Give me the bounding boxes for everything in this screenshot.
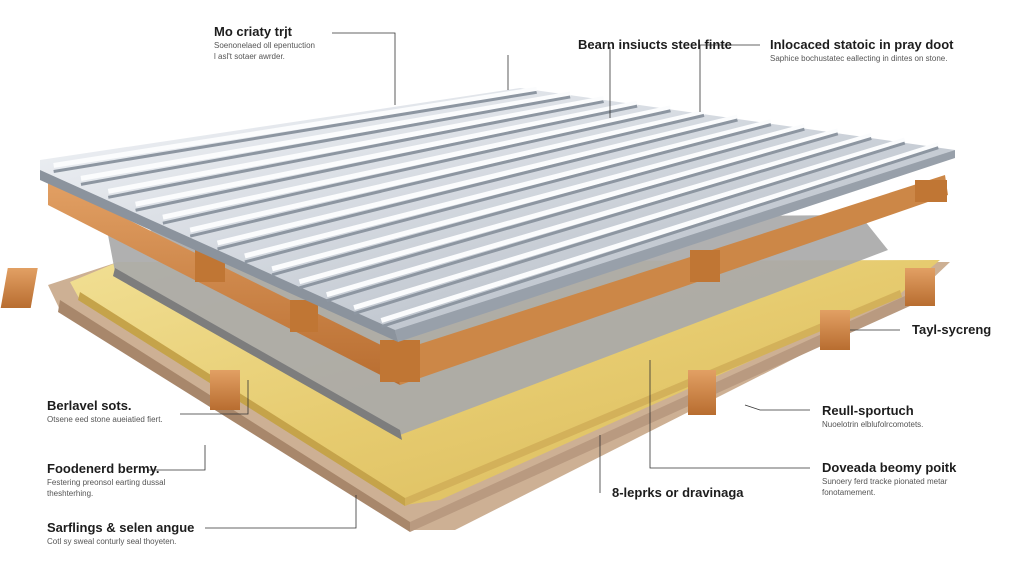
leader-lines [148,32,900,529]
metal-rib-shadow [244,123,772,264]
lower-purlins [0,268,935,415]
callout-text: Festering preonsol earting dussal [47,478,166,487]
metal-rib-shadow [326,137,872,303]
callout-right-3: Doveada beomy poitk Sunoery ferd tracke … [822,460,956,498]
metal-rib-shadow [135,104,638,212]
metal-rib-highlight [80,91,571,181]
callout-title: Bearn insiucts steel finte [578,37,732,52]
callout-title: Berlavel sots. [47,398,132,413]
callout-title: Sarflings & selen angue [47,520,195,535]
callout-text: Sunoery ferd tracke pionated metar [822,477,948,486]
callout-top-right: Inlocaced statoic in pray doot Saphice b… [770,37,953,64]
metal-rib-highlight [189,109,705,233]
callout-right-1: Tayl-sycreng [912,322,991,338]
metal-rib-highlight [271,123,806,272]
callout-title: Tayl-sycreng [912,322,992,337]
metal-rib-shadow [80,95,571,186]
metal-rib-shadow [53,90,537,173]
callout-bottom-mid: 8-leprks or dravinaga [612,485,744,501]
metal-rib-highlight [380,142,940,323]
metal-rib-highlight [53,86,538,168]
callout-text: Cotl sy sweal conturly seal thoyeten. [47,537,177,546]
metal-rib-highlight [162,105,672,220]
callout-text: l asl't sotaer awrder. [214,52,285,61]
callout-text: theshterhing. [47,489,94,498]
metal-rib-highlight [244,119,772,259]
callout-left-3: Sarflings & selen angue Cotl sy sweal co… [47,520,194,547]
metal-rib-shadow [353,141,906,316]
callout-title: Reull-sportuch [822,403,914,418]
callout-title: 8-leprks or dravinaga [612,485,744,500]
callout-text: Soenonelaed oll epentuction [214,41,315,50]
callout-text: fonotamement. [822,488,876,497]
callout-right-2: Reull-sportuch Nuoelotrin elblufolrcomot… [822,403,923,430]
metal-rib-shadow [271,127,805,277]
callout-left-1: Berlavel sots. Otsene eed stone aueiatie… [47,398,163,425]
callout-top-left: Mo criaty trjt Soenonelaed oll epentucti… [214,24,315,62]
metal-rib-highlight [298,128,839,285]
metal-rib-shadow [380,146,939,328]
metal-rib-shadow [107,100,604,199]
metal-rib-shadow [189,113,705,238]
metal-rib-shadow [162,109,671,225]
callout-text: Saphice bochustatec eallecting in dintes… [770,54,948,63]
callout-title: Foodenerd bermy. [47,461,160,476]
metal-rib-highlight [353,137,906,311]
callout-left-2: Foodenerd bermy. Festering preonsol eart… [47,461,165,499]
metal-rib-highlight [107,96,605,194]
metal-rib-highlight [135,100,638,207]
callout-top-mid: Bearn insiucts steel finte [578,37,732,53]
callout-text: Otsene eed stone aueiatied fiert. [47,415,163,424]
callout-title: Inlocaced statoic in pray doot [770,37,954,52]
callout-text: Nuoelotrin elblufolrcomotets. [822,420,924,429]
metal-rib-shadow [299,132,839,290]
callout-title: Mo criaty trjt [214,24,293,39]
metal-rib-highlight [216,114,739,246]
metal-rib-highlight [326,133,873,298]
metal-rib-shadow [217,118,738,251]
metal-ribs [53,86,940,328]
callout-title: Doveada beomy poitk [822,460,957,475]
